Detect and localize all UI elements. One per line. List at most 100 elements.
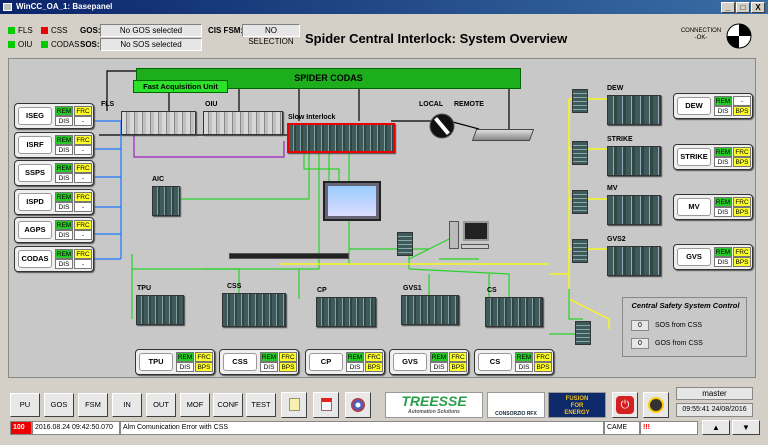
network-node-icon [397,232,413,256]
minimize-button[interactable]: _ [721,2,735,13]
in-button[interactable]: IN [112,393,142,417]
test-button[interactable]: TEST [246,393,276,417]
alarm-report-icon-button[interactable] [313,392,339,418]
header: FLS CSS OIU CODAS GOS: No GOS selected S… [0,14,768,60]
slow-interlock-rack[interactable] [287,123,395,153]
app-icon [3,3,12,11]
mv-rack[interactable] [607,195,661,225]
conf-button[interactable]: CONF [213,393,243,417]
network-switch-icon [471,129,535,141]
settings-icon [351,398,365,412]
report-icon-button[interactable] [281,392,307,418]
sos-label: SOS: [80,40,100,49]
cs-rack[interactable] [485,297,543,327]
strike-node-icon [572,141,588,165]
aic-rack[interactable] [152,186,180,216]
dew-node-icon [572,89,588,113]
local-remote-switch-icon[interactable] [429,113,455,139]
user-icon [648,397,664,413]
tpu-rack[interactable] [136,295,184,325]
fsm-button[interactable]: FSM [78,393,108,417]
legend-oiu: OIU [8,40,32,49]
cp-rack[interactable] [316,297,376,327]
legend-codas: CODAS [41,40,79,49]
label-local: LOCAL [419,101,444,108]
sos-from-css-label: SOS from CSS [655,322,703,329]
status-square-icon [8,27,15,34]
label-gvs2: GVS2 [607,236,626,243]
alarm-up-button[interactable]: ▲ [702,420,730,435]
arrow-down-icon: ▼ [742,423,750,432]
gos-from-css-value: 0 [631,338,649,349]
legend-fls: FLS [8,26,33,35]
label-mv: MV [607,185,618,192]
label-gvs1: GVS1 [403,285,422,292]
alarm-document-icon [321,398,332,411]
sos-from-css-value: 0 [631,320,649,331]
gvs2-node-icon [572,239,588,263]
pu-button[interactable]: PU [10,393,40,417]
status-square-icon [41,27,48,34]
alarm-time: 2016.08.24 09:42:50.070 [32,421,120,435]
label-css: CSS [227,283,242,290]
arrow-up-icon: ▲ [712,423,720,432]
label-tpu: TPU [137,285,151,292]
codas-bar: SPIDER CODAS [136,68,521,89]
power-button[interactable]: ⏻ [612,392,638,418]
gos-field[interactable]: No GOS selected [100,24,202,37]
cisfsm-field[interactable]: NO SELECTION [242,24,300,46]
alarm-text[interactable]: Alm Comunication Error with CSS [120,421,604,435]
label-cp: CP [317,287,327,294]
label-strike: STRIKE [607,136,633,143]
alarm-line: 100 2016.08.24 09:42:50.070 Alm Comunica… [0,420,768,445]
out-button[interactable]: OUT [146,393,176,417]
document-icon [289,398,300,411]
alarm-source: CAME [604,421,640,435]
css-rack[interactable] [222,293,286,327]
page-title: Spider Central Interlock: System Overvie… [305,31,568,46]
power-icon: ⏻ [616,396,634,414]
user-login-button[interactable] [643,392,669,418]
dew-rack[interactable] [607,95,661,125]
sos-field[interactable]: No SOS selected [100,38,202,51]
cs-node-icon [575,321,591,345]
datetime-display: 09:55:41 24/08/2016 [676,403,753,417]
gvs2-rack[interactable] [607,246,661,276]
settings-icon-button[interactable] [345,392,371,418]
close-button[interactable]: X [751,2,765,13]
label-oiu: OIU [205,101,218,108]
fast-acquisition-unit[interactable]: Fast Acquisition Unit [133,80,228,93]
fls-rack[interactable] [121,111,196,135]
workstation-icon [449,221,489,251]
gvs1-rack[interactable] [401,295,459,325]
strike-rack[interactable] [607,146,661,176]
alarm-down-button[interactable]: ▼ [732,420,760,435]
label-slow-interlock: Slow Interlock [288,114,336,121]
gos-label: GOS: [80,26,101,35]
mof-button[interactable]: MOF [180,393,210,417]
oiu-rack[interactable] [203,111,283,135]
maximize-button[interactable]: □ [736,2,750,13]
connection-status: CONNECTION-OK- [680,28,722,41]
window-title: WinCC_OA_1: Basepanel [16,2,113,11]
label-cs: CS [487,287,497,294]
gos-button[interactable]: GOS [44,393,74,417]
